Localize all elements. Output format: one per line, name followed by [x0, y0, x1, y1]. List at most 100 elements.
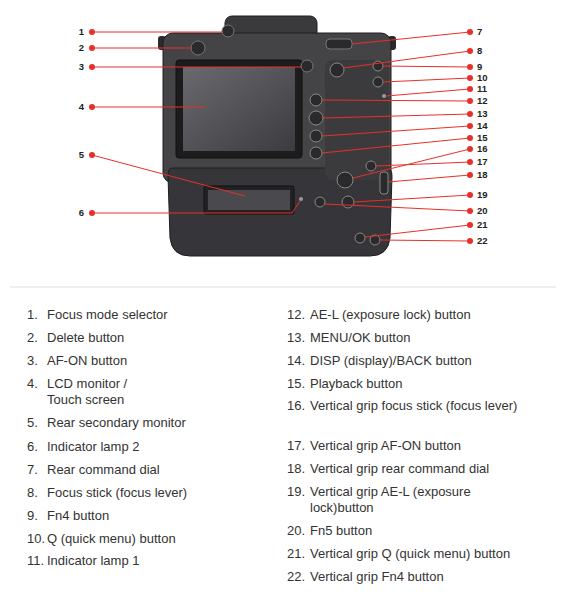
callout-number: 2 [54, 41, 84, 55]
callout-number: 16 [477, 142, 507, 156]
camera-body [163, 33, 391, 183]
indicator-lamp [299, 197, 303, 201]
leader-dot [467, 172, 473, 178]
leader-line [352, 32, 470, 44]
item-number: 14. [287, 353, 305, 369]
item-number: 20. [287, 523, 305, 539]
callout-number: 1 [54, 25, 84, 39]
item-text: Delete button [47, 330, 124, 346]
delete-button [191, 41, 205, 55]
leader-dot [467, 48, 473, 54]
leader-dot [467, 238, 473, 244]
leader-line [323, 114, 470, 118]
separator-line [10, 287, 556, 288]
leader-dot [467, 146, 473, 152]
callout-number: 12 [477, 94, 507, 108]
item-number: 3. [27, 353, 38, 369]
leader-line [365, 225, 470, 237]
callout-number: 8 [477, 44, 507, 58]
menu-ok-button [309, 111, 323, 125]
leader-dot [89, 29, 95, 35]
item-text: Vertical grip rear command dial [310, 461, 489, 477]
leader-dot [467, 208, 473, 214]
leader-line [322, 126, 470, 136]
callout-number: 14 [477, 119, 507, 133]
item-number: 6. [27, 439, 38, 455]
playback-button [310, 147, 322, 159]
leader-line [92, 48, 191, 49]
item-number: 18. [287, 461, 305, 477]
callout-number: 19 [477, 188, 507, 202]
leader-dot [467, 64, 473, 70]
item-text: MENU/OK button [310, 330, 410, 346]
item-text: Vertical grip AF-ON button [310, 438, 461, 454]
af-on-button [301, 60, 313, 72]
item-number: 8. [27, 485, 38, 501]
leader-line [92, 67, 301, 68]
vertical-q-button [355, 233, 365, 243]
item-text: Vertical grip Q (quick menu) button [310, 546, 510, 562]
item-number: 2. [27, 330, 38, 346]
leader-line [322, 100, 470, 101]
leader-line [92, 107, 205, 108]
callout-number: 4 [54, 100, 84, 114]
leader-dot [89, 210, 95, 216]
item-text: Playback button [310, 376, 403, 392]
indicator-lamp [382, 94, 386, 98]
leader-dot [467, 86, 473, 92]
leader-dot [89, 152, 95, 158]
leader-line [376, 162, 470, 166]
item-number: 21. [287, 546, 305, 562]
secondary-monitor [204, 186, 294, 214]
lcd-screen [183, 67, 295, 151]
leader-dot [467, 29, 473, 35]
rear-command-dial [326, 39, 352, 49]
leader-line [92, 32, 222, 33]
leader-dot [89, 45, 95, 51]
leader-dot [467, 222, 473, 228]
leader-dot [467, 159, 473, 165]
leader-line [343, 51, 470, 68]
focus-mode-selector [222, 25, 234, 37]
item-number: 1. [27, 307, 38, 323]
item-number: 17. [287, 438, 305, 454]
item-text: Q (quick menu) button [47, 531, 176, 547]
leader-dot [467, 98, 473, 104]
leader-line [380, 240, 470, 241]
secondary-monitor-screen [208, 190, 290, 210]
ae-l-button [310, 94, 322, 106]
item-text: Indicator lamp 1 [47, 553, 140, 569]
leader-dot [467, 192, 473, 198]
vertical-grip [168, 168, 392, 256]
leader-line [386, 89, 470, 96]
callout-number: 20 [477, 204, 507, 218]
leader-dot [467, 123, 473, 129]
callout-number: 15 [477, 131, 507, 145]
leader-line [354, 195, 470, 202]
item-text: LCD monitor / Touch screen [47, 376, 157, 408]
item-number: 13. [287, 330, 305, 346]
leader-line [383, 66, 470, 67]
item-number: 15. [287, 376, 305, 392]
item-text: AF-ON button [47, 353, 127, 369]
focus-stick [330, 63, 344, 77]
leader-line [388, 175, 470, 182]
leader-line [353, 149, 470, 178]
callout-number: 17 [477, 155, 507, 169]
item-text: Vertical grip Fn4 button [310, 569, 444, 585]
item-number: 5. [27, 415, 38, 431]
leader-lines [92, 32, 470, 241]
leader-line [383, 78, 470, 82]
leader-dot [467, 75, 473, 81]
item-number: 7. [27, 462, 38, 478]
leader-dot [89, 104, 95, 110]
callout-number: 11 [477, 82, 507, 96]
item-number: 19. [287, 484, 305, 500]
callout-number: 9 [477, 60, 507, 74]
item-text: Focus mode selector [47, 307, 168, 323]
q-button [373, 77, 383, 87]
leader-line [92, 155, 245, 196]
item-number: 12. [287, 307, 305, 323]
callout-number: 13 [477, 107, 507, 121]
